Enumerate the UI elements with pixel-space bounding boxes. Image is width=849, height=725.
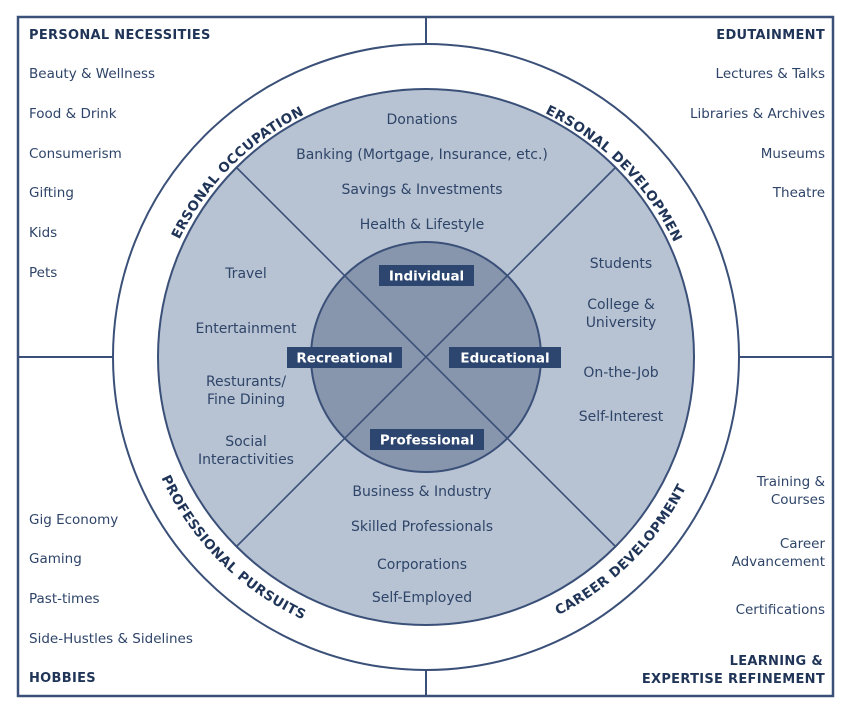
corner-item: Kids xyxy=(29,225,57,241)
center-label-box xyxy=(449,347,561,368)
corner-item: Beauty & Wellness xyxy=(29,66,155,82)
inner-divider-diag-2 xyxy=(344,275,508,439)
center-label-text: Educational xyxy=(460,351,549,367)
wedge-item: Fine Dining xyxy=(207,392,285,408)
wedge-item: Skilled Professionals xyxy=(351,519,493,535)
wedge-item: College & xyxy=(587,297,655,313)
corner-item: Pets xyxy=(29,265,57,281)
wedge-item: Entertainment xyxy=(195,321,297,337)
wedge-item: On-the-Job xyxy=(583,365,658,381)
corner-heading: HOBBIES xyxy=(29,671,96,686)
corner-item: Theatre xyxy=(772,185,825,201)
corner-learning-expertise: Training & Courses Career Advancement Ce… xyxy=(642,474,826,687)
corner-item: Consumerism xyxy=(29,146,122,162)
center-label-box xyxy=(370,429,484,450)
corner-hobbies: Gig Economy Gaming Past-times Side-Hustl… xyxy=(29,512,193,686)
corner-heading: EXPERTISE REFINEMENT xyxy=(642,672,825,687)
wedge-top: Donations Banking (Mortgage, Insurance, … xyxy=(296,112,548,233)
corner-item: Side-Hustles & Sidelines xyxy=(29,631,193,647)
center-label-box xyxy=(379,265,474,286)
wedge-item: Corporations xyxy=(377,557,467,573)
wedge-item: Students xyxy=(590,256,652,272)
center-label-recreational: Recreational xyxy=(287,347,402,368)
corner-item: Past-times xyxy=(29,591,100,607)
center-label-box xyxy=(287,347,402,368)
corner-item: Gaming xyxy=(29,551,82,567)
center-label-text: Recreational xyxy=(296,351,392,367)
center-label-text: Professional xyxy=(380,433,474,449)
wedge-item: Resturants/ xyxy=(206,374,286,390)
corner-edutainment: EDUTAINMENT Lectures & Talks Libraries &… xyxy=(690,28,825,201)
wedge-item: Banking (Mortgage, Insurance, etc.) xyxy=(296,147,548,163)
wedge-item: Travel xyxy=(224,266,267,282)
center-label-professional: Professional xyxy=(370,429,484,450)
corner-item: Museums xyxy=(761,146,825,162)
wedge-item: Self-Employed xyxy=(372,590,472,606)
wedge-item: University xyxy=(586,315,657,331)
corner-item: Food & Drink xyxy=(29,106,117,122)
corner-heading: EDUTAINMENT xyxy=(716,28,825,43)
corner-heading: LEARNING & xyxy=(730,654,823,669)
wedge-item: Donations xyxy=(387,112,458,128)
wedge-left: Travel Entertainment Resturants/ Fine Di… xyxy=(195,266,297,468)
corner-personal-necessities: PERSONAL NECESSITIES Beauty & Wellness F… xyxy=(29,28,211,281)
corner-item: Career xyxy=(780,536,826,552)
corner-item: Certifications xyxy=(736,602,825,618)
wedge-item: Business & Industry xyxy=(352,484,491,500)
corner-item: Lectures & Talks xyxy=(716,66,825,82)
center-label-individual: Individual xyxy=(379,265,474,286)
wedge-item: Health & Lifestyle xyxy=(360,217,485,233)
corner-item: Courses xyxy=(771,492,825,508)
corner-heading: PERSONAL NECESSITIES xyxy=(29,28,211,43)
wedge-bottom: Business & Industry Skilled Professional… xyxy=(351,484,493,606)
corner-item: Gifting xyxy=(29,185,74,201)
corner-item: Libraries & Archives xyxy=(690,106,825,122)
center-label-text: Individual xyxy=(389,269,464,285)
corner-item: Gig Economy xyxy=(29,512,118,528)
corner-item: Training & xyxy=(756,474,826,490)
wedge-right: Students College & University On-the-Job… xyxy=(579,256,664,425)
corner-item: Advancement xyxy=(732,554,825,570)
center-label-educational: Educational xyxy=(449,347,561,368)
wedge-item: Social xyxy=(225,434,267,450)
wedge-item: Interactivities xyxy=(198,452,294,468)
wedge-item: Savings & Investments xyxy=(341,182,502,198)
wedge-item: Self-Interest xyxy=(579,409,664,425)
